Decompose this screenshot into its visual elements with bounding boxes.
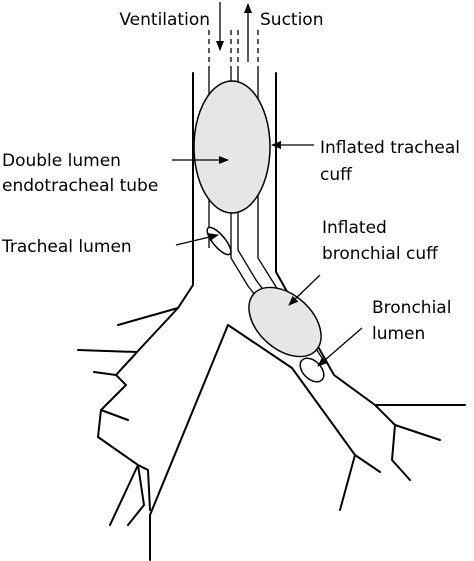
bronchial-cuff-leader	[288, 274, 321, 306]
bronchial-cuff-label-line1: Inflated	[322, 218, 387, 238]
tracheal-cuff	[193, 80, 271, 214]
airway-outline	[77, 72, 466, 561]
trachea-left-wall	[77, 72, 194, 526]
bronchial-cuff	[248, 286, 322, 358]
bronchial-lumen-label-line2: lumen	[372, 324, 425, 344]
trachea-right-wall	[275, 72, 466, 481]
suction-label: Suction	[260, 10, 323, 30]
tracheal-cuff-label-line1: Inflated tracheal	[320, 138, 460, 158]
bronchial-cuff-label-line2: bronchial cuff	[322, 244, 439, 264]
double-lumen-label-line1: Double lumen	[2, 151, 121, 171]
carina	[149, 324, 381, 561]
tracheal-lumen-leader	[175, 233, 219, 246]
bronchial-lumen-label-line1: Bronchial	[372, 298, 451, 318]
tracheal-lumen-label: Tracheal lumen	[1, 237, 132, 257]
tracheal-cuff-label-line2: cuff	[320, 165, 353, 185]
bronchial-lumen-leader	[317, 327, 363, 367]
tracheal-lumen-opening	[206, 226, 232, 256]
double-lumen-label-line2: endotracheal tube	[2, 176, 158, 196]
ventilation-label: Ventilation	[119, 10, 210, 30]
